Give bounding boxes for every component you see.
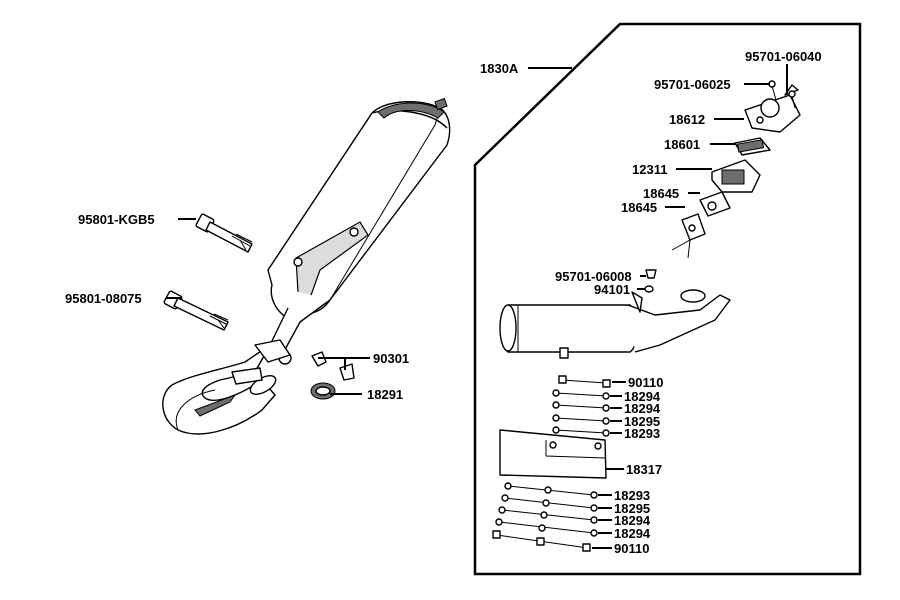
label-clip: 90301: [373, 351, 409, 366]
gasket-18291: [310, 382, 336, 400]
label-cover: 18612: [669, 112, 705, 127]
screws-top: [768, 80, 796, 109]
label-bolt-short: 95801-08075: [65, 291, 142, 306]
bolt-long: [195, 213, 253, 253]
rods-lower: [492, 482, 598, 552]
label-shield: 18317: [626, 462, 662, 477]
label-screw-small: 95701-06008: [555, 269, 632, 284]
label-screw-mid: 95701-06025: [654, 77, 731, 92]
label-rod-5: 18293: [624, 426, 660, 441]
label-rod-1: 90110: [628, 375, 663, 390]
label-valve: 12311: [632, 162, 667, 177]
label-reed: 18601: [664, 137, 700, 152]
label-gasket-a: 18645: [643, 186, 679, 201]
screw-small-and-washer: [644, 269, 657, 293]
label-rod-7: 18295: [614, 501, 650, 516]
label-rod-10: 90110: [614, 541, 649, 556]
assembly-frame: [473, 22, 862, 576]
clip-90301: [311, 351, 355, 381]
bolt-short: [163, 290, 229, 331]
label-assembly: 1830A: [480, 61, 519, 76]
label-rod-2: 18294: [624, 389, 661, 404]
label-gasket: 18291: [367, 387, 403, 402]
rods-upper: [552, 375, 611, 437]
label-rod-8: 18294: [614, 513, 651, 528]
label-rod-6: 18293: [614, 488, 650, 503]
label-screw-top: 95701-06040: [745, 49, 822, 64]
muffler-assembly-right: [499, 289, 731, 359]
label-gasket-b: 18645: [621, 200, 657, 215]
label-rod-4: 18295: [624, 414, 660, 429]
label-bolt-long: 95801-KGB5: [78, 212, 155, 227]
muffler-assembly-left: [162, 97, 451, 435]
label-rod-9: 18294: [614, 526, 651, 541]
reed-valve-cluster: [671, 84, 801, 259]
heat-shield: [499, 429, 607, 479]
label-washer: 94101: [594, 282, 630, 297]
label-rod-3: 18294: [624, 401, 661, 416]
